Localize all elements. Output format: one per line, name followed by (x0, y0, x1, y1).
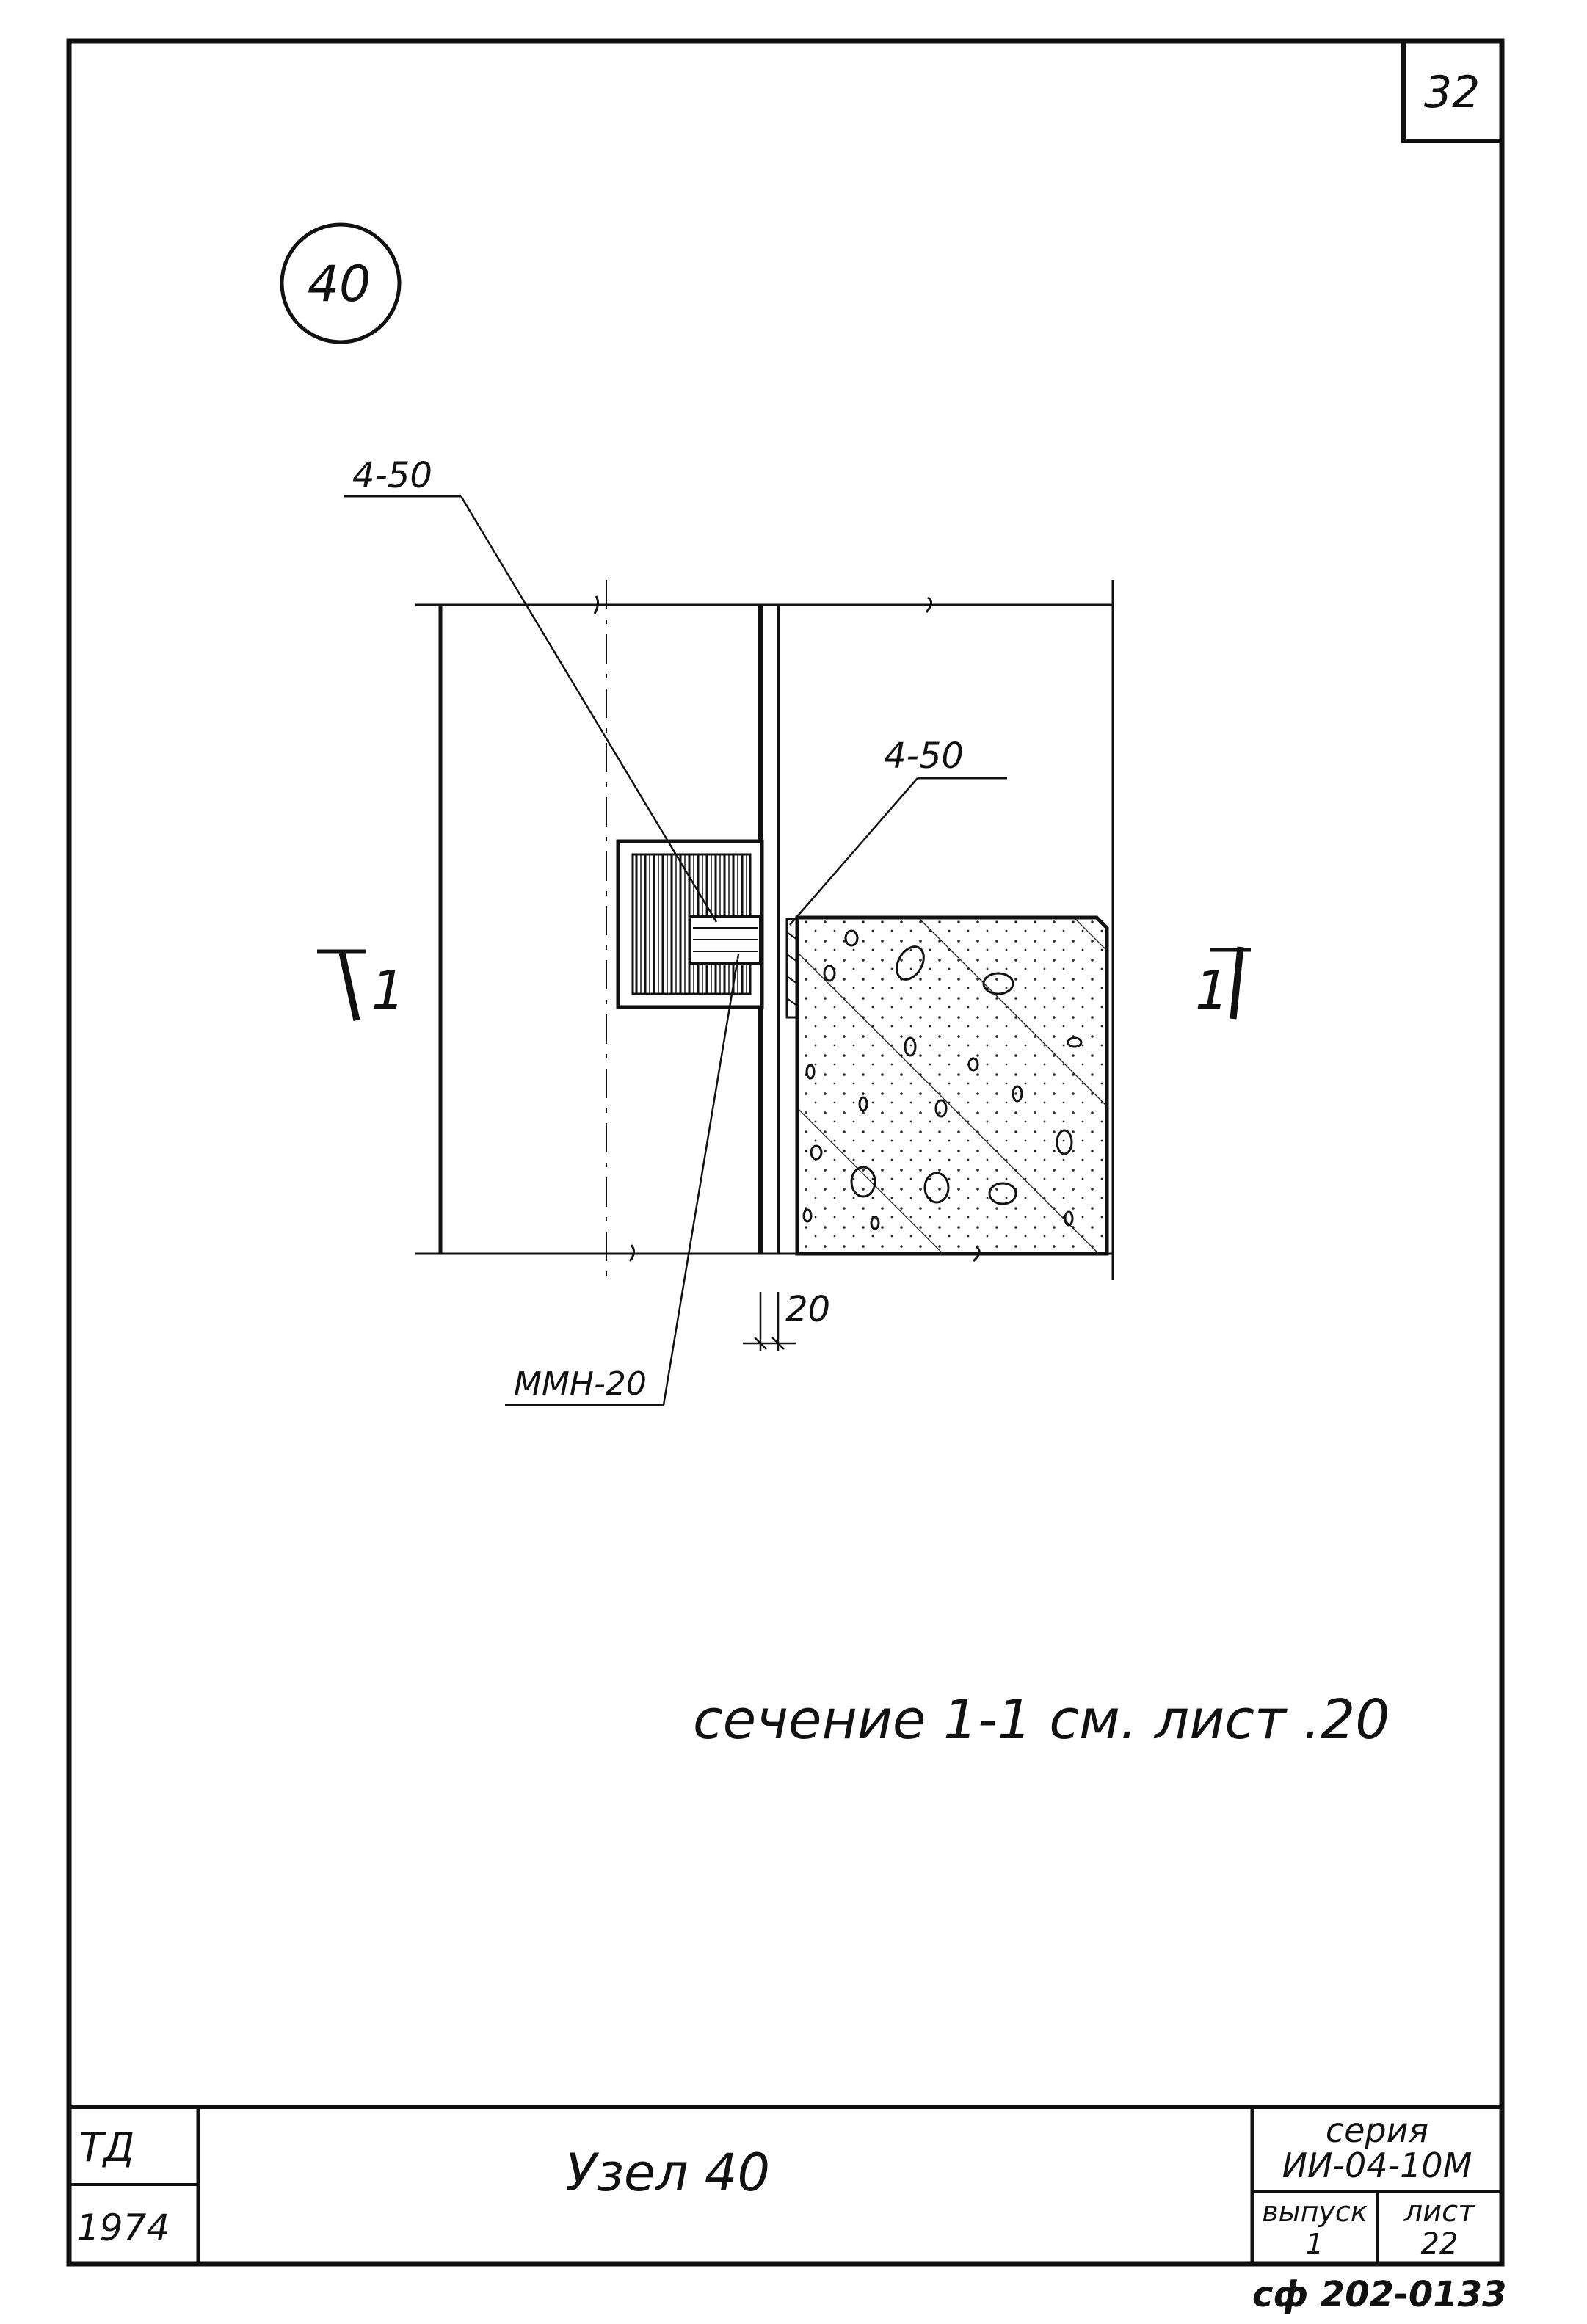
issue-label: выпуск (1262, 2196, 1368, 2228)
sheet-number: 32 (1424, 67, 1480, 118)
section-note: сечение 1-1 см. лист .20 (693, 1688, 1390, 1751)
title-block-title: Узел 40 (565, 2143, 770, 2203)
dimension-label: 20 (785, 1289, 830, 1330)
title-block-org: ТД (79, 2124, 134, 2171)
leader-label-bottom: ММН-20 (514, 1365, 647, 1403)
node-marker: 40 (280, 222, 402, 344)
title-block (69, 2105, 1502, 2264)
title-block-year: 1974 (76, 2207, 170, 2249)
issue-value: 1 (1306, 2228, 1323, 2260)
sheet-number-box: 32 (1401, 41, 1502, 143)
sheet-value: 22 (1421, 2227, 1459, 2261)
sheet-label: лист (1403, 2195, 1477, 2229)
section-mark-left: 1 (371, 959, 405, 1021)
series-label: серия (1326, 2110, 1428, 2150)
sheet-border (66, 38, 1505, 2267)
series-value: ИИ-04-10М (1282, 2146, 1472, 2185)
node-marker-label: 40 (308, 255, 371, 313)
catalog-code: сф 202-0133 (1252, 2274, 1507, 2315)
leader-label-top-left: 4-50 (352, 455, 432, 496)
section-mark-right: 1 (1195, 959, 1229, 1021)
construction-detail (317, 495, 1251, 1406)
leader-label-top-right: 4-50 (884, 736, 964, 777)
